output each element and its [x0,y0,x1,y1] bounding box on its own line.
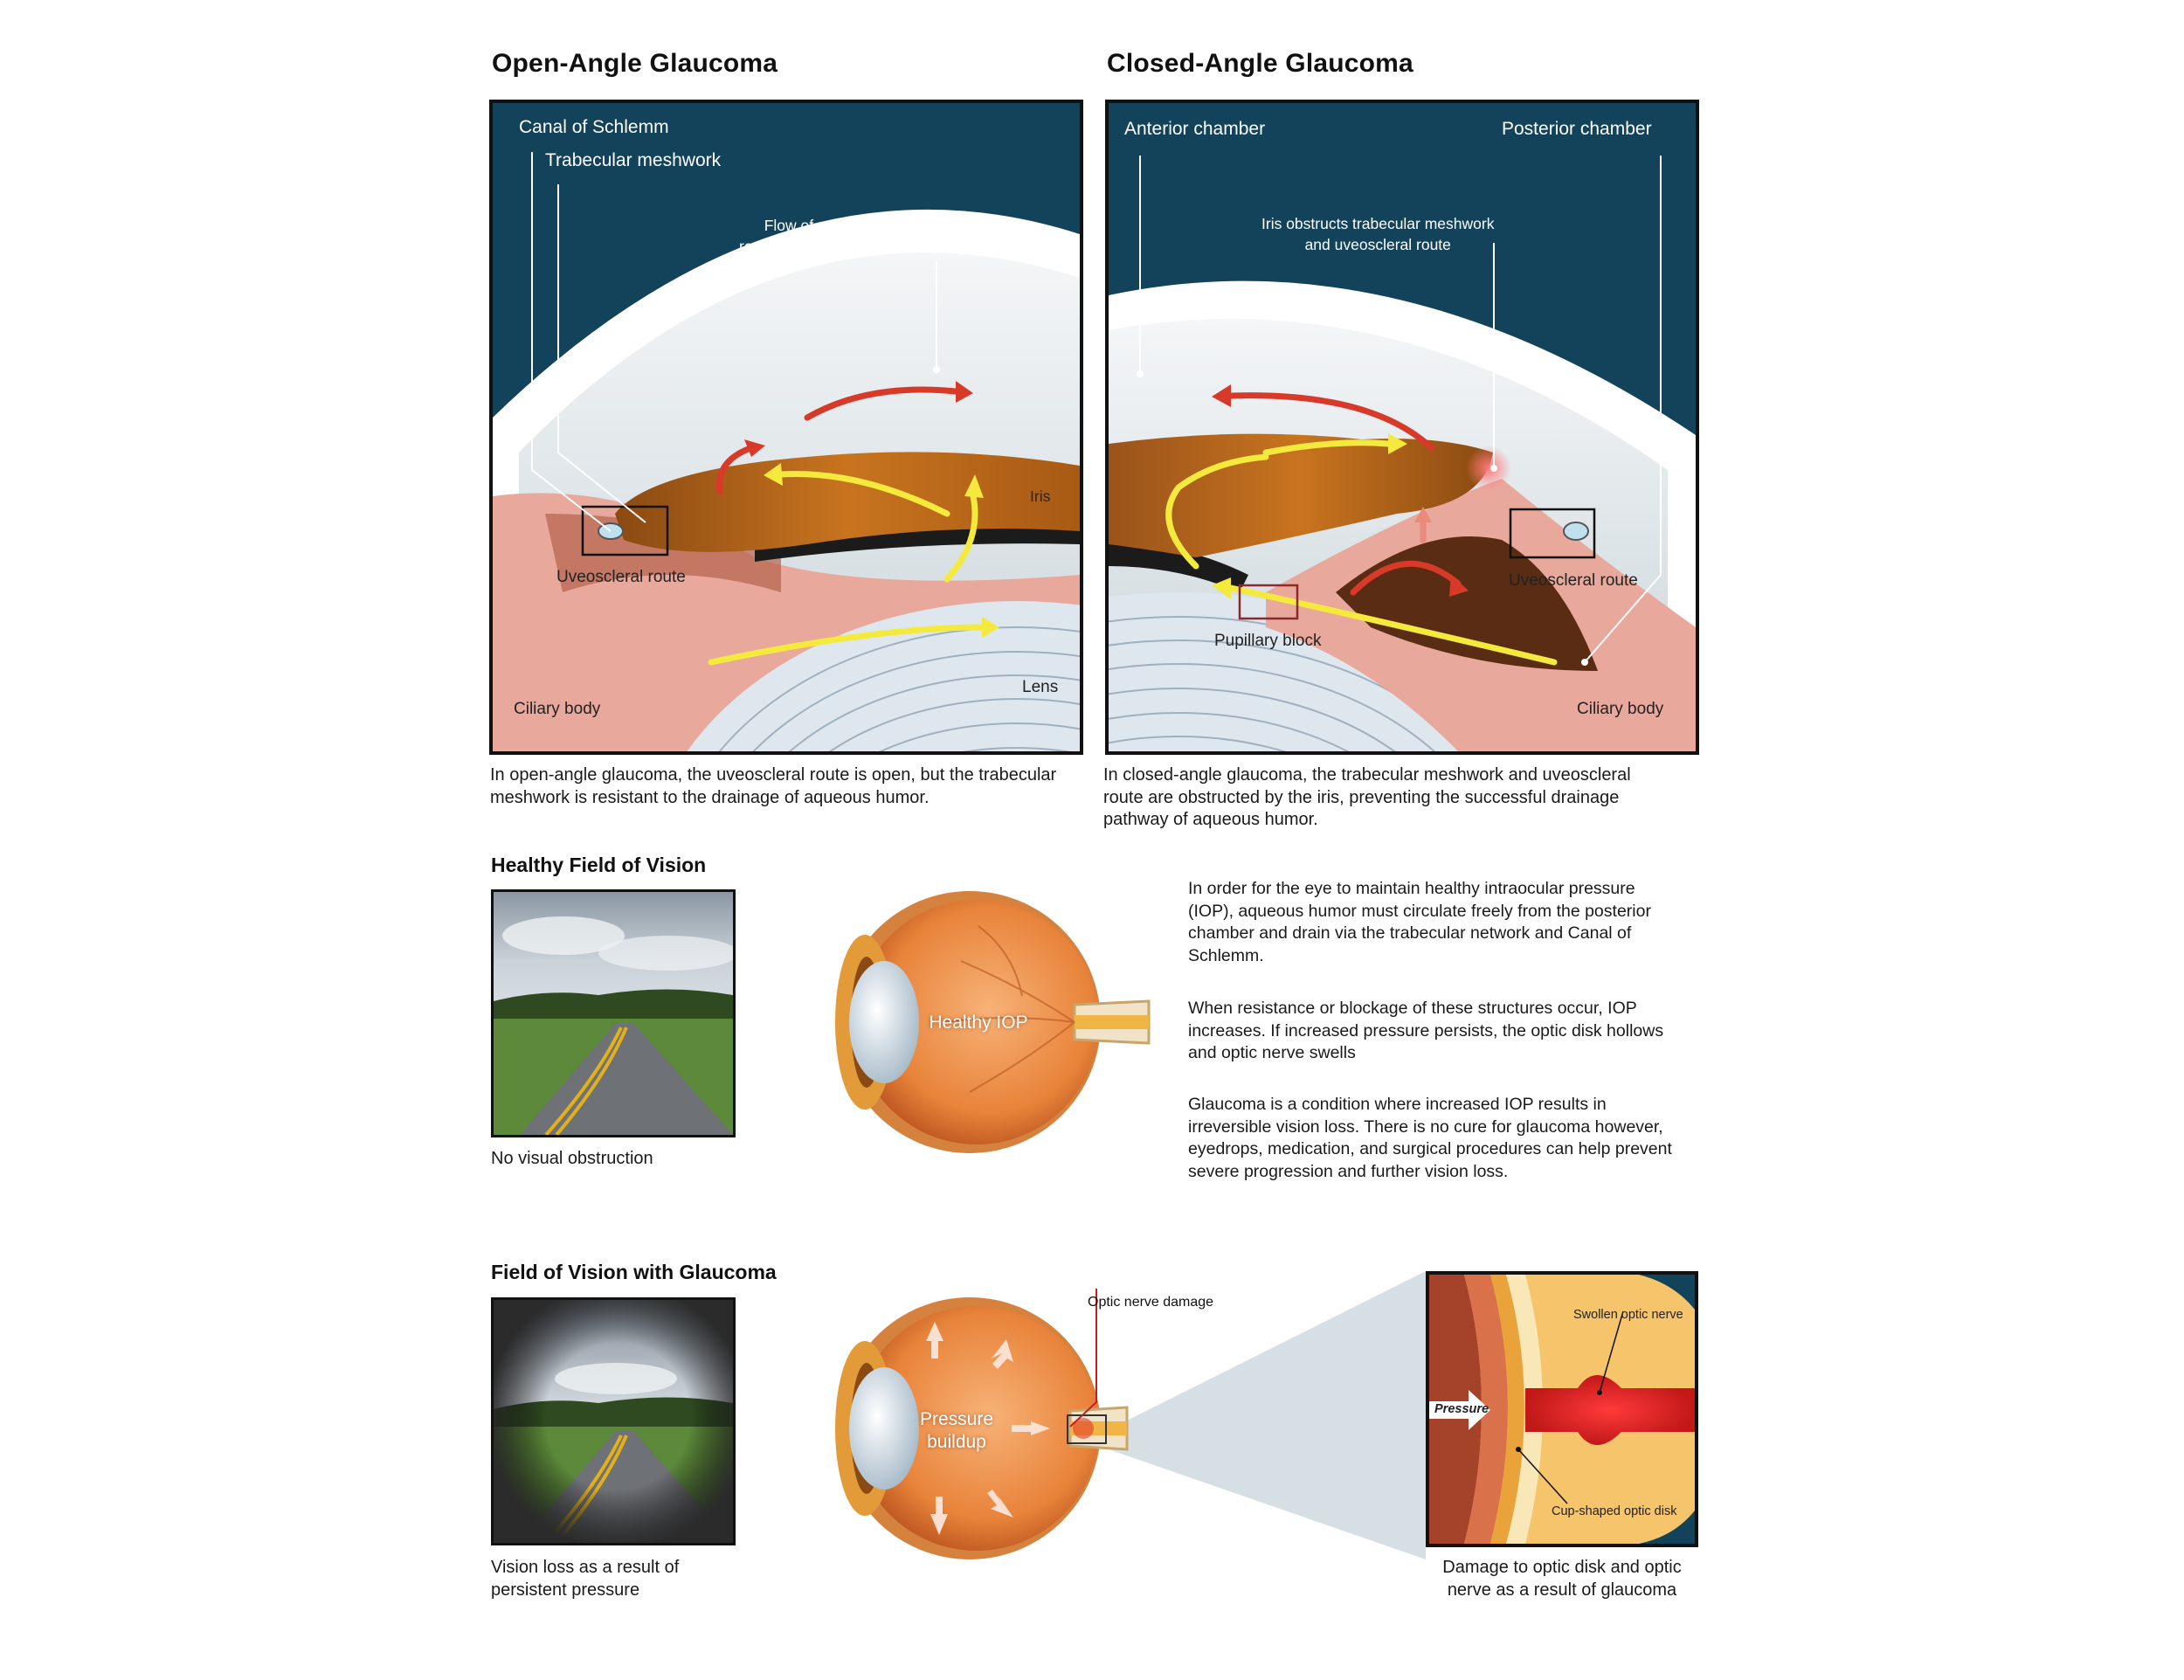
closed-angle-title: Closed-Angle Glaucoma [1107,49,1413,78]
cup-shaped-optic-disk-label: Cup-shaped optic disk [1552,1504,1677,1518]
open-angle-diagram: Canal of Schlemm Trabecular meshwork Flo… [489,100,1083,755]
open-angle-title: Open-Angle Glaucoma [492,49,778,78]
healthy-photo-caption: No visual obstruction [491,1149,653,1168]
zoom-beam [1111,1271,1426,1559]
optic-nerve-damage-label: Optic nerve damage [1088,1295,1214,1310]
optic-insert-caption: Damage to optic disk and optic nerve as … [1442,1558,1682,1600]
trabecular-meshwork-label: Trabecular meshwork [545,150,722,170]
pressure-label: Pressure [1434,1402,1489,1416]
healthy-vision-title: Healthy Field of Vision [491,854,707,876]
glaucoma-photo-caption: Vision loss as a result of persistent pr… [491,1558,680,1600]
glaucoma-eye-illustration: Pressure buildup [804,1280,1153,1577]
posterior-chamber-label: Posterior chamber [1502,119,1652,139]
lens-label: Lens [1022,678,1059,696]
closed-angle-illustration [1109,156,1696,751]
pupillary-block-label: Pupillary block [1214,632,1322,650]
glaucoma-vision-title: Field of Vision with Glaucoma [491,1261,777,1283]
pressure-buildup-label: Pressure buildup [919,1409,994,1452]
canal-of-schlemm-label: Canal of Schlemm [519,117,669,137]
swollen-optic-nerve-label: Swollen optic nerve [1573,1308,1683,1322]
uveoscleral-route-label-closed: Uveoscleral route [1509,571,1638,590]
flow-label: Flow of aqueous humor recirculates throu… [739,217,950,255]
iris-obstructs-label: Iris obstructs trabecular meshwork and u… [1261,215,1495,253]
explanation-paragraph-3: Glaucoma is a condition where increased … [1188,1095,1672,1181]
ciliary-body-label: Ciliary body [514,700,601,718]
healthy-iop-label: Healthy IOP [929,1013,1028,1033]
explanation-paragraph-2: When resistance or blockage of these str… [1188,999,1664,1062]
closed-angle-diagram: Anterior chamber Posterior chamber Iris … [1105,100,1699,755]
healthy-eye-illustration: Healthy IOP [804,882,1171,1171]
iris-label: Iris [1030,487,1051,505]
glaucoma-road-photo [491,1297,736,1545]
uveoscleral-route-label: Uveoscleral route [556,568,686,586]
closed-angle-caption: In closed-angle glaucoma, the trabecular… [1103,765,1631,829]
ciliary-body-label-closed: Ciliary body [1577,700,1664,718]
anterior-chamber-label: Anterior chamber [1124,119,1266,139]
open-angle-illustration [493,152,1080,751]
healthy-road-photo [491,889,736,1137]
optic-disk-insert: Swollen optic nerve Pressure Cup-shaped … [1426,1271,1698,1547]
explanation-paragraph-1: In order for the eye to maintain healthy… [1188,879,1651,965]
open-angle-caption: In open-angle glaucoma, the uveoscleral … [490,765,1057,807]
